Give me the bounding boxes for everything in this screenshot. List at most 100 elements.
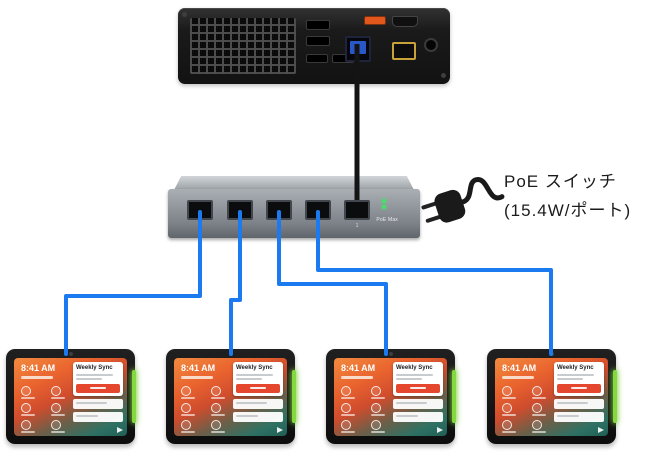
button-label-placeholder [410, 387, 426, 390]
app-icon [371, 420, 391, 433]
app-icon [502, 420, 522, 433]
schedule-row [73, 398, 123, 409]
tablet-device: 8:41 AM Weekly Sync [166, 349, 296, 444]
logi-logo-icon [117, 427, 123, 433]
poe-max-label: PoE Max [376, 217, 398, 223]
label-line2: (15.4W/ポート) [504, 200, 632, 220]
button-label-placeholder [571, 387, 587, 390]
meeting-title: Weekly Sync [396, 365, 433, 371]
text-placeholder [236, 377, 263, 380]
ethernet-port [345, 36, 371, 62]
text-placeholder [76, 373, 114, 376]
tablet-device: 8:41 AM Weekly Sync [6, 349, 136, 444]
date-placeholder [21, 376, 53, 379]
tablet-screen: 8:41 AM Weekly Sync [495, 358, 608, 436]
meeting-panel: Weekly Sync [233, 362, 283, 432]
vent-grille [190, 18, 296, 74]
status-leds [382, 197, 386, 211]
usbc-port [392, 42, 416, 60]
app-icon [502, 386, 522, 399]
meeting-card: Weekly Sync [233, 362, 283, 396]
book-button [557, 383, 601, 393]
tablet-screen: 8:41 AM Weekly Sync [14, 358, 127, 436]
meeting-panel: Weekly Sync [393, 362, 443, 432]
date-placeholder [502, 376, 534, 379]
text-placeholder [236, 373, 274, 376]
hdmi-port [392, 16, 418, 27]
date-placeholder [181, 376, 213, 379]
switch-top-face [174, 176, 414, 190]
clock-text: 8:41 AM [21, 363, 56, 373]
meeting-card: Weekly Sync [73, 362, 123, 396]
button-label-placeholder [90, 387, 106, 390]
usb-port [306, 54, 328, 63]
mini-pc [178, 8, 450, 84]
status-light [292, 369, 296, 424]
tablet-screen: 8:41 AM Weekly Sync [334, 358, 447, 436]
screw-icon [441, 73, 446, 78]
date-placeholder [341, 376, 373, 379]
schedule-row [233, 411, 283, 422]
rj45-port [266, 200, 292, 220]
app-icon [532, 420, 552, 433]
status-light [452, 369, 456, 424]
screw-icon [182, 12, 187, 17]
meeting-title: Weekly Sync [236, 365, 273, 371]
led-icon [382, 205, 386, 209]
poe-switch-label: PoE スイッチ (15.4W/ポート) [504, 168, 631, 226]
app-icon [181, 386, 201, 399]
app-icon [371, 386, 391, 399]
camera-icon [388, 352, 393, 356]
switch-front-face: 1 PoE Max [168, 189, 420, 238]
ethernet-plug [350, 41, 366, 54]
text-placeholder [557, 377, 584, 380]
home-icon-grid [502, 386, 554, 433]
meeting-title: Weekly Sync [557, 365, 594, 371]
clock-text: 8:41 AM [181, 363, 216, 373]
app-icon [181, 420, 201, 433]
app-icon [371, 403, 391, 416]
camera-icon [549, 352, 554, 356]
schedule-row [233, 398, 283, 409]
logi-logo-icon [598, 427, 604, 433]
schedule-row [393, 411, 443, 422]
app-icon [21, 403, 41, 416]
schedule-row [554, 398, 604, 409]
text-placeholder [557, 373, 595, 376]
rj45-port [344, 200, 370, 220]
home-icon-grid [181, 386, 233, 433]
poe-switch: 1 PoE Max [168, 176, 420, 238]
app-icon [211, 386, 231, 399]
app-icon [532, 403, 552, 416]
app-icon [532, 386, 552, 399]
button-label-placeholder [250, 387, 266, 390]
app-icon [181, 403, 201, 416]
port-number-label: 1 [355, 223, 359, 229]
camera-icon [68, 352, 73, 356]
rj45-port [305, 200, 331, 220]
status-light [613, 369, 617, 424]
clock-text: 8:41 AM [341, 363, 376, 373]
app-icon [341, 386, 361, 399]
app-icon [211, 420, 231, 433]
tablet-device: 8:41 AM Weekly Sync [487, 349, 617, 444]
meeting-card: Weekly Sync [393, 362, 443, 396]
text-placeholder [396, 373, 434, 376]
schedule-row [554, 411, 604, 422]
status-light [132, 369, 136, 424]
clock-text: 8:41 AM [502, 363, 537, 373]
app-icon [341, 420, 361, 433]
rj45-port [227, 200, 253, 220]
tablet-screen: 8:41 AM Weekly Sync [174, 358, 287, 436]
book-button [76, 383, 120, 393]
app-icon [341, 403, 361, 416]
text-placeholder [76, 377, 103, 380]
camera-icon [228, 352, 233, 356]
text-placeholder [396, 377, 423, 380]
book-button [236, 383, 280, 393]
app-icon [502, 403, 522, 416]
home-icon-grid [21, 386, 73, 433]
logi-logo-icon [437, 427, 443, 433]
displayport-port [306, 36, 330, 46]
